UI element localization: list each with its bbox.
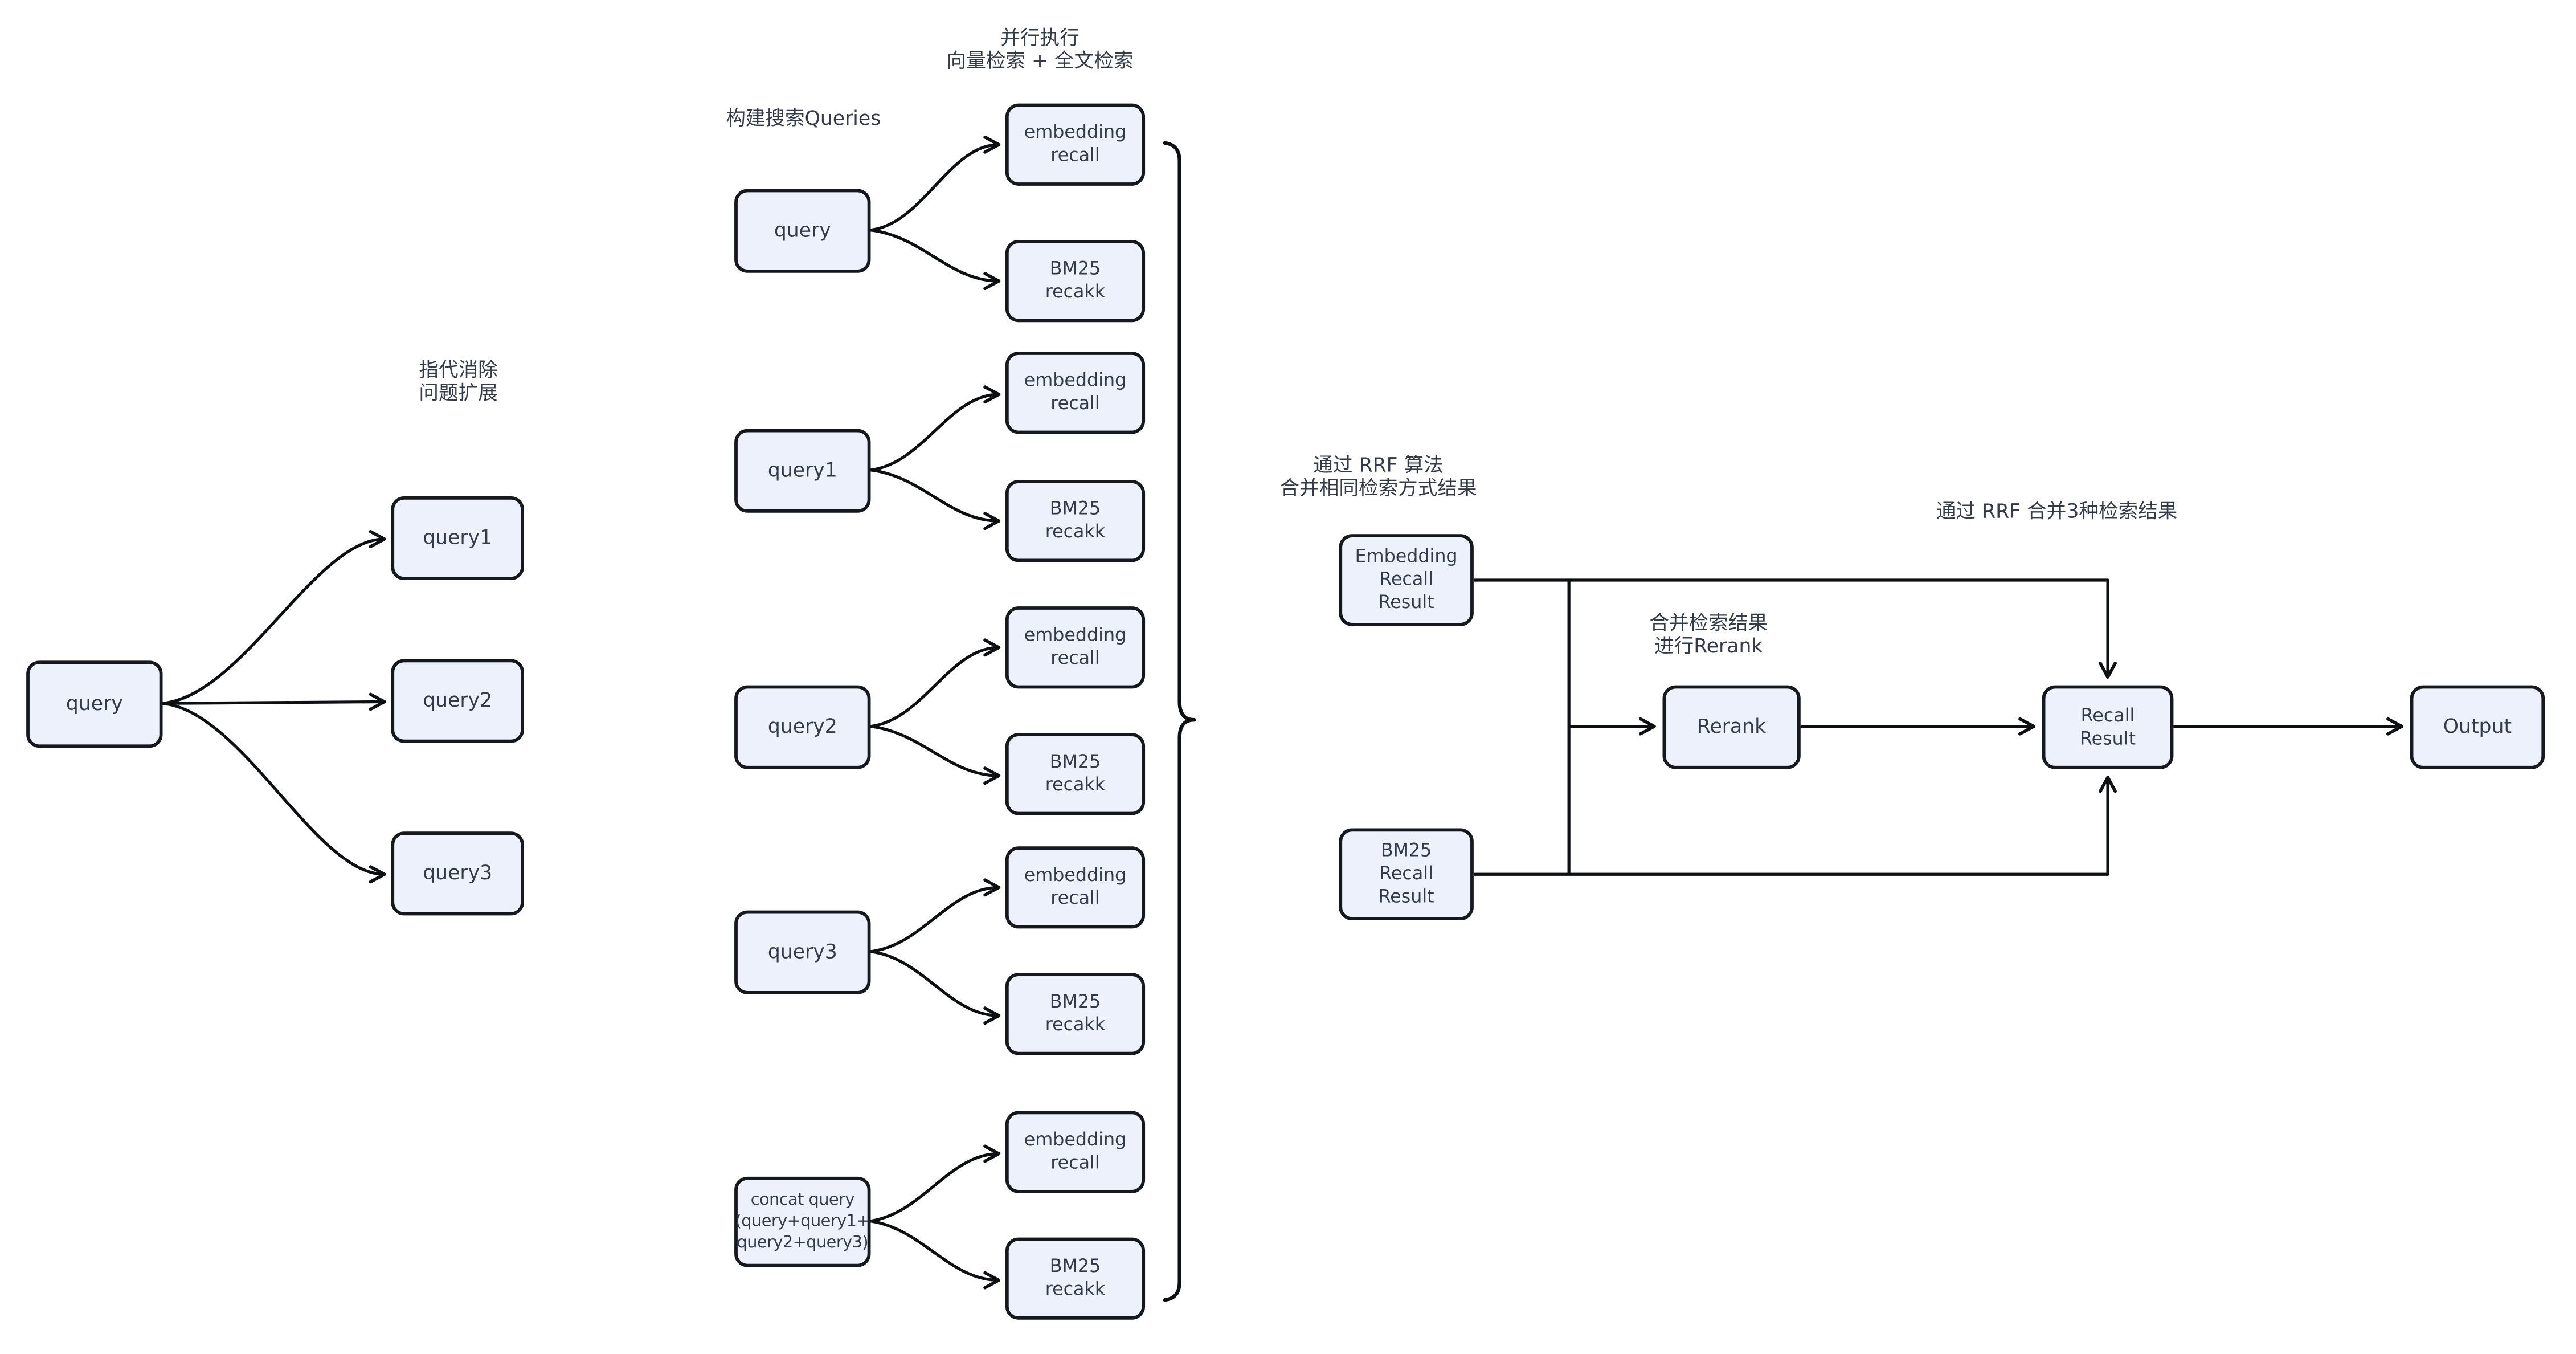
node-label: recall bbox=[1050, 887, 1100, 909]
note-line: 通过 RRF 算法 bbox=[1313, 453, 1444, 477]
edge-embedding-result-to-recall-result-top bbox=[1473, 578, 2117, 679]
node-query1: query1 bbox=[391, 496, 524, 581]
node-label: Recall bbox=[1379, 569, 1433, 590]
node-label: embedding bbox=[1024, 370, 1127, 392]
node-label: embedding bbox=[1024, 625, 1127, 647]
node-label: query bbox=[774, 218, 831, 242]
edge-mquery2-to-embedding3 bbox=[869, 638, 1001, 728]
edge-query-to-query1 bbox=[161, 530, 386, 705]
note-line: 向量检索 + 全文检索 bbox=[946, 50, 1134, 74]
node-embedding-recall-3: embedding recall bbox=[1005, 606, 1146, 689]
node-bm25-recall-result: BM25 Recall Result bbox=[1339, 828, 1474, 920]
node-embedding-recall-1: embedding recall bbox=[1005, 103, 1146, 186]
node-label: query1 bbox=[767, 458, 837, 482]
note-rrf-merge-3: 通过 RRF 合并3种检索结果 bbox=[1851, 500, 2262, 524]
note-merge-rerank: 合并检索结果 进行Rerank bbox=[1569, 611, 1848, 659]
node-recall-result: Recall Result bbox=[2042, 685, 2174, 769]
node-label: recakk bbox=[1045, 1014, 1106, 1035]
node-label: recall bbox=[1050, 393, 1100, 414]
node-label: Recall bbox=[1379, 863, 1433, 884]
node-query3: query3 bbox=[391, 831, 524, 916]
node-label: Embedding bbox=[1355, 546, 1458, 568]
node-label: Output bbox=[2443, 715, 2512, 738]
node-label: BM25 bbox=[1049, 1256, 1101, 1278]
edge-query-to-query3 bbox=[161, 702, 386, 884]
note-line: 通过 RRF 合并3种检索结果 bbox=[1936, 499, 2178, 523]
node-label: recall bbox=[1050, 1152, 1100, 1174]
node-label: query1 bbox=[423, 525, 493, 549]
edge-query-to-query2 bbox=[161, 692, 386, 711]
edge-mquery-to-embedding1 bbox=[869, 135, 1001, 232]
node-label: BM25 bbox=[1049, 991, 1101, 1013]
node-query-original: query bbox=[26, 660, 163, 748]
node-label: embedding bbox=[1024, 864, 1127, 887]
node-label: Recall bbox=[2080, 704, 2135, 726]
note-line: 并行执行 bbox=[1000, 26, 1080, 50]
node-bm25-recall-5: BM25 recakk bbox=[1005, 1237, 1146, 1320]
note-line: 指代消除 bbox=[419, 358, 498, 382]
node-label: Result bbox=[1378, 591, 1434, 613]
node-label: (query+query1+ bbox=[735, 1213, 870, 1231]
node-label: concat query bbox=[750, 1191, 855, 1210]
node-rerank: Rerank bbox=[1662, 685, 1801, 769]
node-search-query: query bbox=[734, 189, 871, 273]
node-label: query2 bbox=[423, 688, 493, 712]
note-parallel-execution: 并行执行 向量检索 + 全文检索 bbox=[843, 26, 1237, 74]
node-label: recakk bbox=[1045, 1278, 1106, 1300]
node-label: recall bbox=[1050, 144, 1100, 166]
note-line: 问题扩展 bbox=[419, 382, 498, 405]
note-line: 合并相同检索方式结果 bbox=[1279, 477, 1477, 500]
node-label: query3 bbox=[767, 940, 837, 963]
note-line: 合并检索结果 bbox=[1649, 611, 1768, 635]
note-build-queries: 构建搜索Queries bbox=[656, 107, 951, 130]
edge-mquery3-to-embedding4 bbox=[869, 878, 1001, 953]
node-label: Rerank bbox=[1697, 715, 1767, 738]
node-embedding-recall-4: embedding recall bbox=[1005, 846, 1146, 929]
edge-concat-to-bm25-5 bbox=[869, 1220, 1001, 1290]
node-label: embedding bbox=[1024, 1129, 1127, 1151]
node-bm25-recall-4: BM25 recakk bbox=[1005, 973, 1146, 1055]
node-bm25-recall-2: BM25 recakk bbox=[1005, 480, 1146, 562]
node-label: query3 bbox=[423, 861, 493, 884]
node-search-query1: query1 bbox=[734, 429, 871, 513]
node-label: BM25 bbox=[1049, 498, 1101, 520]
edge-mquery1-to-embedding2 bbox=[869, 385, 1001, 472]
node-search-query3: query3 bbox=[734, 910, 871, 994]
node-label: query2 bbox=[767, 715, 837, 738]
node-label: Result bbox=[1378, 886, 1434, 907]
note-rrf-same-method: 通过 RRF 算法 合并相同检索方式结果 bbox=[1222, 454, 1535, 501]
edge-bm25-result-to-recall-result-bottom bbox=[1473, 776, 2117, 876]
node-embedding-recall-result: Embedding Recall Result bbox=[1339, 534, 1474, 626]
curly-brace bbox=[1163, 141, 1196, 1302]
node-bm25-recall-1: BM25 recakk bbox=[1005, 240, 1146, 323]
note-line: 进行Rerank bbox=[1654, 635, 1763, 658]
edge-concat-to-embedding5 bbox=[869, 1144, 1001, 1223]
node-label: recakk bbox=[1045, 521, 1106, 543]
node-embedding-recall-5: embedding recall bbox=[1005, 1111, 1146, 1193]
node-embedding-recall-2: embedding recall bbox=[1005, 352, 1146, 434]
node-bm25-recall-3: BM25 recakk bbox=[1005, 733, 1146, 815]
node-search-query2: query2 bbox=[734, 685, 871, 769]
edge-mquery2-to-bm25-3 bbox=[869, 725, 1001, 785]
note-line: 构建搜索Queries bbox=[726, 107, 881, 130]
edge-mquery-to-bm25-1 bbox=[869, 229, 1001, 291]
node-label: query2+query3) bbox=[737, 1234, 869, 1253]
node-label: recakk bbox=[1045, 281, 1106, 303]
node-label: query bbox=[66, 692, 123, 715]
node-label: recall bbox=[1050, 647, 1100, 669]
node-label: embedding bbox=[1024, 122, 1127, 144]
edge-mquery3-to-bm25-4 bbox=[869, 950, 1001, 1025]
node-label: BM25 bbox=[1049, 258, 1101, 280]
node-output: Output bbox=[2410, 685, 2545, 769]
node-concat-query: concat query (query+query1+ query2+query… bbox=[734, 1176, 871, 1267]
node-label: Result bbox=[2080, 727, 2136, 749]
node-query2: query2 bbox=[391, 659, 524, 743]
node-label: BM25 bbox=[1049, 751, 1101, 773]
node-label: BM25 bbox=[1380, 840, 1432, 862]
edge-mquery1-to-bm25-2 bbox=[869, 468, 1001, 531]
note-coreference-expansion: 指代消除 问题扩展 bbox=[360, 358, 557, 406]
node-label: recakk bbox=[1045, 774, 1106, 796]
